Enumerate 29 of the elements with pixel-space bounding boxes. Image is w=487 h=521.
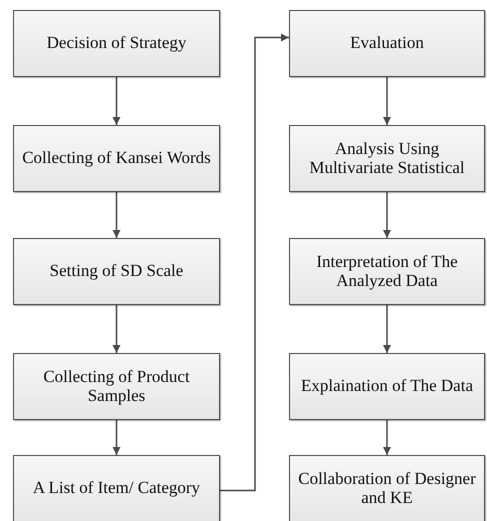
process-box [289,353,485,420]
arrow [383,420,391,455]
step-label: Decision of Strategy [46,34,186,53]
step-label: Interpretation of The Analyzed Data [315,253,459,290]
arrow [112,305,120,353]
process-box [13,455,220,521]
process-box [289,238,485,305]
step-label: Collecting of Kansei Words [22,149,211,168]
arrow [383,77,391,125]
arrow [112,420,120,455]
process-box [289,10,485,77]
step-label: Explaination of The Data [301,377,473,396]
process-box [13,10,220,77]
process-box [13,125,220,192]
arrow [220,34,289,492]
arrow [112,192,120,238]
step-label: Collaboration of Designer and KE [297,470,477,507]
step-label: Evaluation [350,34,424,53]
arrow [383,192,391,238]
process-box [13,353,220,420]
step-label: A List of Item/ Category [32,479,200,498]
step-label: Analysis Using Multivariate Statistical [308,140,466,177]
process-box [13,238,220,305]
arrow [383,305,391,353]
step-label: Setting of SD Scale [50,262,184,281]
step-label: Collecting of Product Samples [42,368,191,405]
process-box [289,125,485,192]
process-box [289,455,485,521]
arrow [112,77,120,125]
